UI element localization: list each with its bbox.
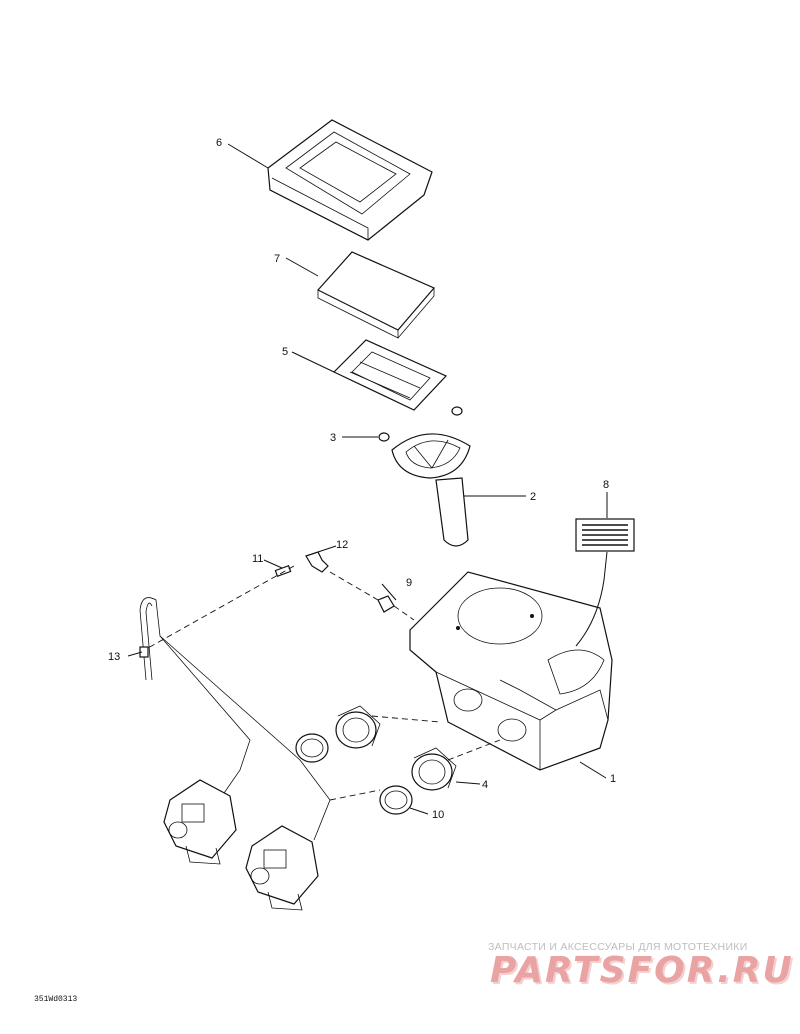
callout-9: 9	[406, 577, 412, 589]
watermark-caption: ЗАПЧАСТИ И АКСЕССУАРЫ ДЛЯ МОТОТЕХНИКИ	[488, 941, 748, 953]
part-5-plate	[332, 339, 448, 411]
callout-10: 10	[432, 809, 444, 821]
part-6-foam-frame	[267, 119, 433, 241]
leader-lines	[127, 143, 608, 815]
part-7-filter-pad	[317, 251, 435, 339]
callout-4: 4	[482, 779, 488, 791]
carburetor-right	[245, 825, 319, 911]
part-2-silencer	[391, 433, 471, 547]
callout-6: 6	[216, 137, 222, 149]
part-13-hoses	[139, 597, 331, 841]
part-8-decal	[575, 518, 635, 552]
callout-3: 3	[330, 432, 336, 444]
callout-7: 7	[274, 253, 280, 265]
callout-11: 11	[252, 553, 263, 565]
callout-13: 13	[108, 651, 120, 663]
callout-12: 12	[336, 539, 348, 551]
part-11-tube	[274, 565, 292, 577]
assembly-lines	[147, 565, 501, 801]
callout-5: 5	[282, 346, 288, 358]
callout-labels: 1 2 3 4 5 6 7 8 9 10 11 12 13	[108, 137, 616, 821]
callout-8: 8	[603, 479, 609, 491]
carburetor-left	[163, 779, 237, 865]
drawing-code: 351Wd0313	[34, 995, 78, 1004]
part-9-grommet	[377, 595, 395, 613]
callout-2: 2	[530, 491, 536, 503]
part-1-air-box	[409, 571, 613, 771]
watermark-logo: PARTSFOR.RU	[490, 950, 794, 991]
callout-1: 1	[610, 773, 616, 785]
part-4-adaptors	[335, 705, 457, 791]
part-10-clamps	[295, 733, 413, 815]
part-3-rivets	[378, 406, 463, 442]
part-12-fitting	[305, 551, 329, 573]
